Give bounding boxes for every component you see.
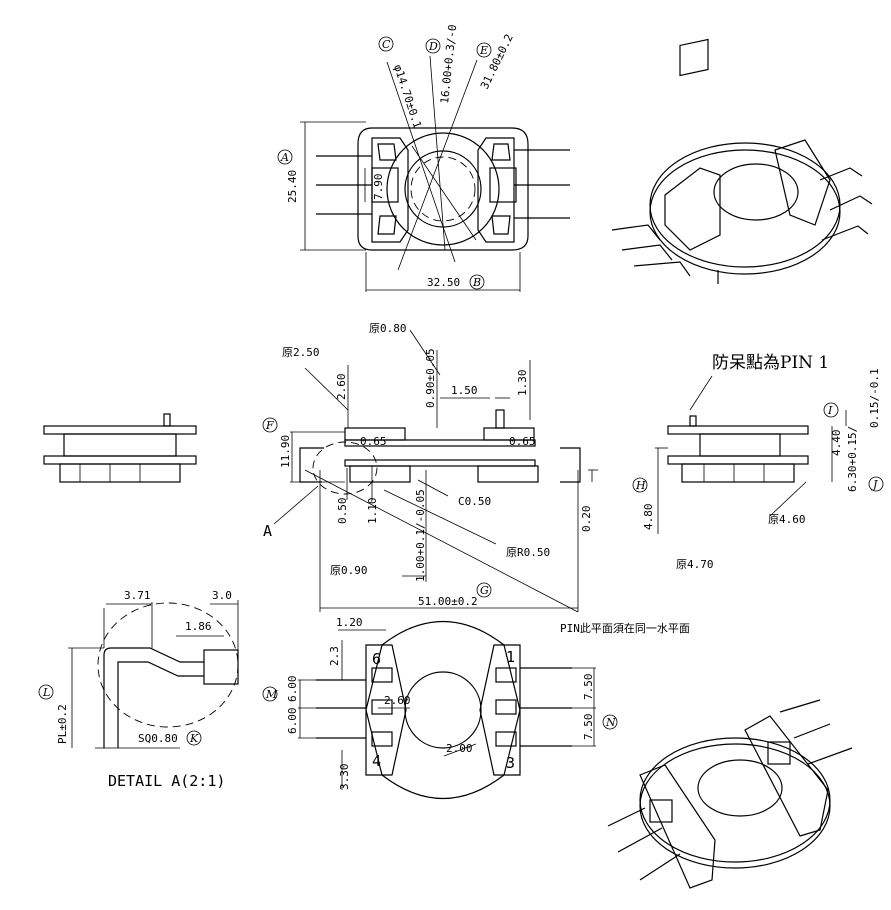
svg-text:C: C — [382, 38, 391, 51]
callout-M: M — [262, 686, 278, 702]
dim-065-left: 0.65 — [360, 435, 387, 448]
dim-5100: 51.00±0.2 — [418, 595, 478, 608]
callout-G: G — [476, 582, 492, 598]
dim-600b: 6.00 — [286, 708, 299, 735]
iso-view-bottom — [607, 699, 853, 889]
callout-E: E — [476, 42, 492, 58]
svg-text:G: G — [480, 584, 489, 597]
dim-dia-mid: 16.00+0.3/-0 — [438, 24, 459, 104]
svg-text:B: B — [472, 276, 481, 289]
dim-630: 6.30+0.15/ — [846, 426, 859, 492]
callout-K: K — [186, 730, 202, 746]
dim-371: 3.71 — [124, 589, 151, 602]
dim-r080: 原0.80 — [369, 322, 407, 335]
svg-text:N: N — [605, 716, 616, 729]
svg-text:L: L — [42, 686, 50, 699]
callout-I: I — [823, 402, 839, 418]
svg-text:F: F — [265, 419, 274, 432]
front-view-left — [43, 413, 197, 483]
dim-200: 2.00 — [446, 742, 473, 755]
callout-C: C — [378, 36, 394, 52]
callout-B: B — [469, 274, 485, 290]
svg-text:J: J — [871, 478, 878, 491]
side-view-right: 防呆點為PIN 1 0.15/-0.1 4.40 6.30+0.15/ 原4.6… — [632, 353, 884, 571]
dim-23: 2.3 — [328, 646, 341, 666]
dim-440: 4.40 — [830, 430, 843, 457]
svg-text:M: M — [265, 688, 278, 701]
top-view: 25.40 32.50 7.90 φ14.70±0.1 16.00+0.3/-0… — [277, 24, 570, 292]
callout-H: H — [632, 477, 648, 493]
svg-text:H: H — [635, 479, 646, 492]
dim-065-right: 0.65 — [509, 435, 536, 448]
dim-dia-outer: 31.80±0.2 — [478, 32, 516, 91]
bottom-view: 1.20 2.3 6.00 6.00 2.60 3.30 2.00 7.50 7… — [262, 616, 618, 800]
pin-label-4: 4 — [372, 752, 381, 770]
callout-L: L — [38, 684, 54, 700]
pin-plane-note: PIN此平面須在同一水平面 — [560, 622, 690, 635]
dim-750a: 7.50 — [582, 674, 595, 701]
dim-height: 25.40 — [286, 170, 299, 203]
dim-600a: 6.00 — [286, 676, 299, 703]
dim-020: 0.20 — [580, 506, 593, 533]
dim-1190: 11.90 — [279, 435, 292, 468]
dim-090: 0.90±0.05 — [424, 348, 437, 408]
dim-dia-inner: φ14.70±0.1 — [391, 63, 424, 130]
dim-sq: SQ0.80 — [138, 732, 178, 745]
dim-r050: 原R0.50 — [506, 546, 550, 559]
dim-260: 2.60 — [335, 374, 348, 401]
front-view-center: 原2.50 原0.80 2.60 0.90±0.05 1.50 1.30 11.… — [262, 322, 690, 635]
pin-label-3: 3 — [506, 754, 515, 772]
dim-480: 4.80 — [642, 504, 655, 531]
dim-186: 1.86 — [185, 620, 212, 633]
dim-050: 0.50 — [336, 498, 349, 525]
detail-title: DETAIL A(2:1) — [108, 772, 225, 790]
svg-text:A: A — [280, 151, 289, 164]
dim-110: 1.10 — [366, 498, 379, 525]
svg-text:I: I — [827, 404, 833, 417]
dim-c050: C0.50 — [458, 495, 491, 508]
dim-120: 1.20 — [336, 616, 363, 629]
dim-r460: 原4.60 — [768, 513, 806, 526]
dim-30: 3.0 — [212, 589, 232, 602]
dim-r090: 原0.90 — [330, 564, 368, 577]
svg-text:K: K — [189, 732, 199, 745]
dim-r250: 原2.50 — [282, 346, 320, 359]
callout-N: N — [602, 714, 618, 730]
dim-750b: 7.50 — [582, 714, 595, 741]
pin-label-1: 1 — [506, 648, 515, 666]
dim-window: 7.90 — [372, 174, 385, 201]
dim-top-tol: 0.15/-0.1 — [868, 368, 881, 428]
svg-text:E: E — [479, 44, 488, 57]
pin-label-6: 6 — [372, 650, 381, 668]
dim-330: 3.30 — [338, 764, 351, 791]
dim-100: 1.00+0.1/-0.05 — [414, 489, 427, 582]
dim-width: 32.50 — [427, 276, 460, 289]
svg-text:D: D — [428, 40, 438, 53]
detail-a-label: A — [263, 522, 272, 540]
dim-260-bottom: 2.60 — [384, 694, 411, 707]
callout-J: J — [868, 476, 884, 492]
callout-A: A — [277, 149, 293, 165]
dim-r470: 原4.70 — [676, 558, 714, 571]
callout-D: D — [425, 38, 441, 54]
iso-view-top — [611, 38, 873, 284]
dim-130: 1.30 — [516, 370, 529, 397]
dim-pl: PL±0.2 — [56, 704, 69, 744]
pin1-note: 防呆點為PIN 1 — [712, 353, 829, 373]
dim-150: 1.50 — [451, 384, 478, 397]
detail-a: 3.71 3.0 1.86 PL±0.2 SQ0.80 DETAIL A(2:1… — [38, 589, 239, 790]
callout-F: F — [262, 417, 278, 433]
